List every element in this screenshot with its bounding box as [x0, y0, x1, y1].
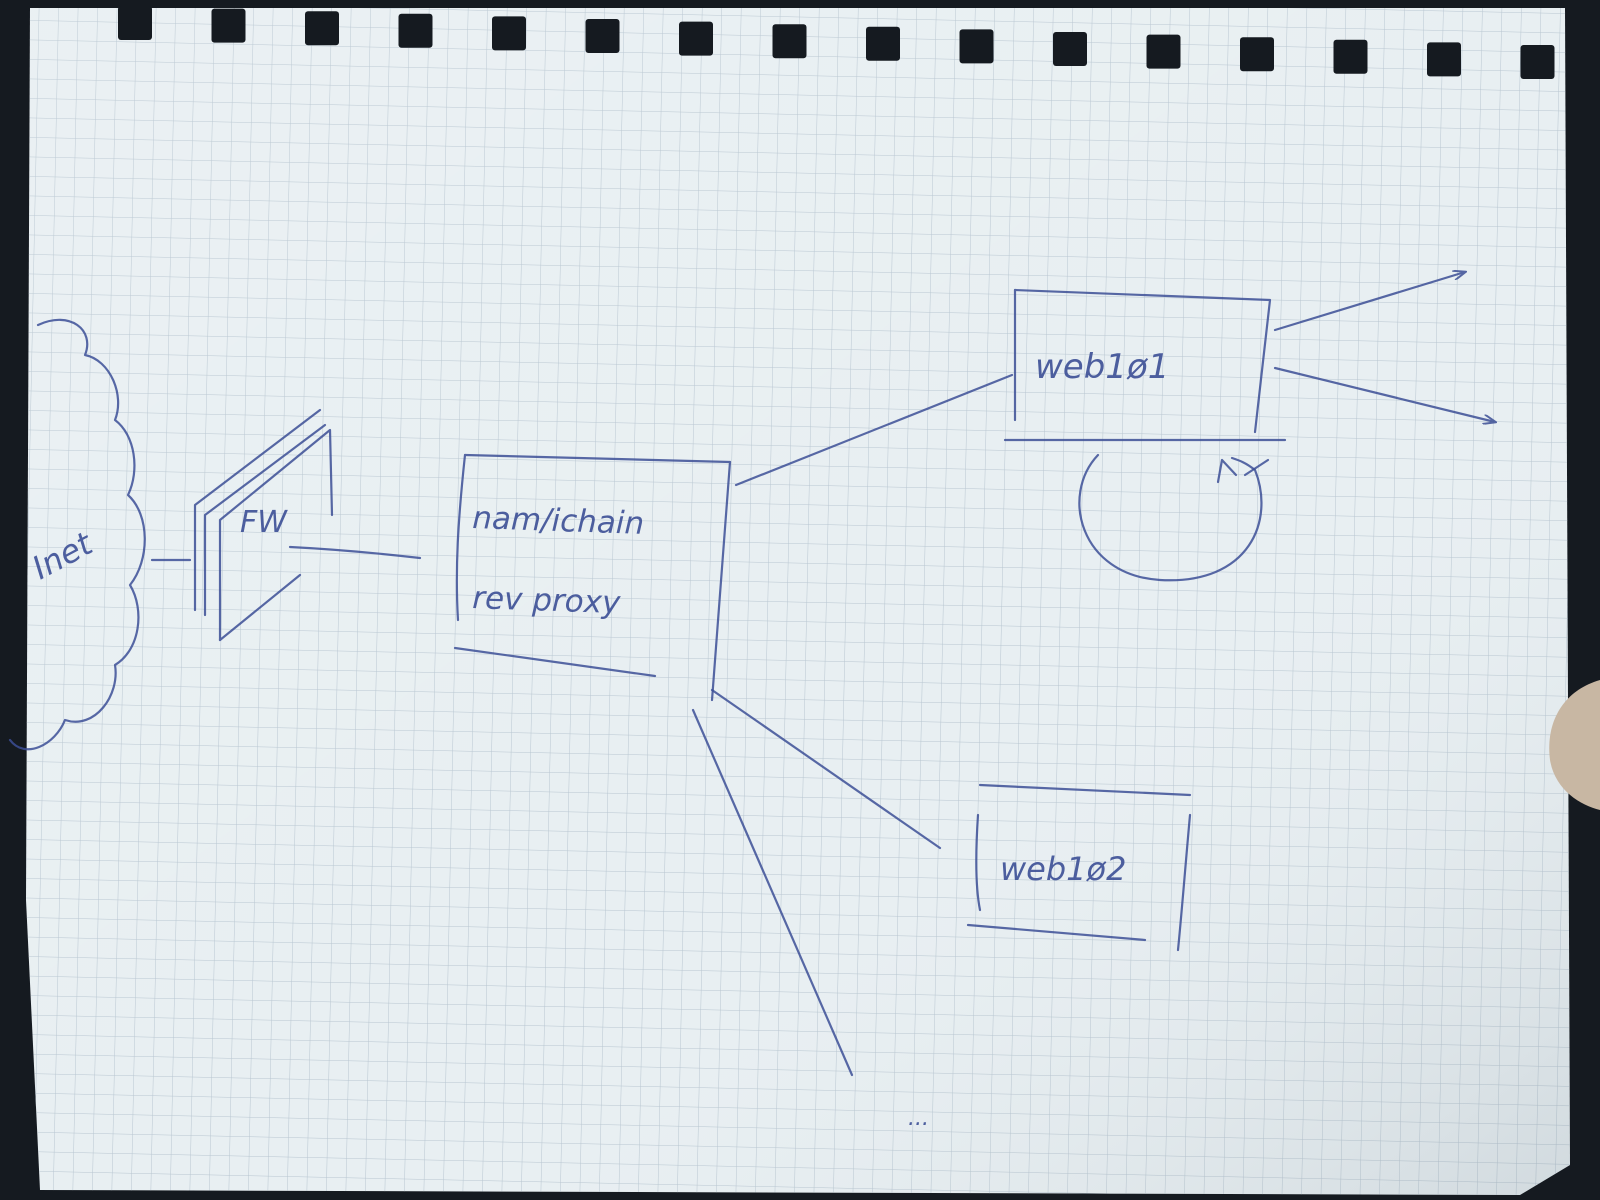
edge-web1-loop	[1078, 453, 1263, 582]
binding-hole	[1333, 39, 1368, 74]
binding-hole	[1240, 37, 1274, 72]
binding-holes	[118, 6, 1555, 79]
firewall-label: FW	[240, 505, 288, 540]
binding-hole	[118, 6, 152, 40]
binding-hole	[492, 16, 526, 51]
edge-proxy-web1	[734, 373, 1014, 487]
binding-hole	[1520, 45, 1555, 79]
proxy-label-line2: rev proxy	[472, 580, 622, 621]
edge-firewall-proxy	[288, 545, 422, 560]
binding-hole	[211, 8, 246, 43]
binding-hole	[679, 21, 713, 56]
binding-hole	[398, 13, 433, 48]
edge-proxy-web2	[710, 688, 942, 850]
web1-label: web1ø1	[1035, 347, 1169, 387]
binding-hole	[866, 26, 900, 61]
edge-web1-out-2	[1273, 366, 1495, 422]
binding-hole	[1427, 42, 1461, 77]
binding-hole	[305, 11, 339, 46]
proxy-box	[453, 453, 732, 702]
proxy-label-line1: nam/ichain	[472, 500, 645, 542]
edge-proxy-more	[691, 708, 854, 1077]
binding-hole	[585, 19, 620, 53]
internet-cloud-shape	[8, 318, 146, 751]
binding-hole	[1053, 32, 1087, 66]
firewall-shape	[193, 408, 334, 642]
more-label: ...	[908, 1106, 929, 1131]
binding-hole	[772, 24, 807, 59]
binding-hole	[1146, 34, 1181, 69]
loop-arrow-icon	[1216, 458, 1270, 484]
thumb	[1549, 680, 1600, 810]
web1-box	[1003, 288, 1287, 442]
web2-box	[966, 783, 1192, 952]
paper-sheet	[26, 8, 1570, 1195]
binding-hole	[959, 29, 994, 64]
web2-label: web1ø2	[1000, 850, 1126, 888]
edge-web1-out-1	[1273, 272, 1465, 332]
